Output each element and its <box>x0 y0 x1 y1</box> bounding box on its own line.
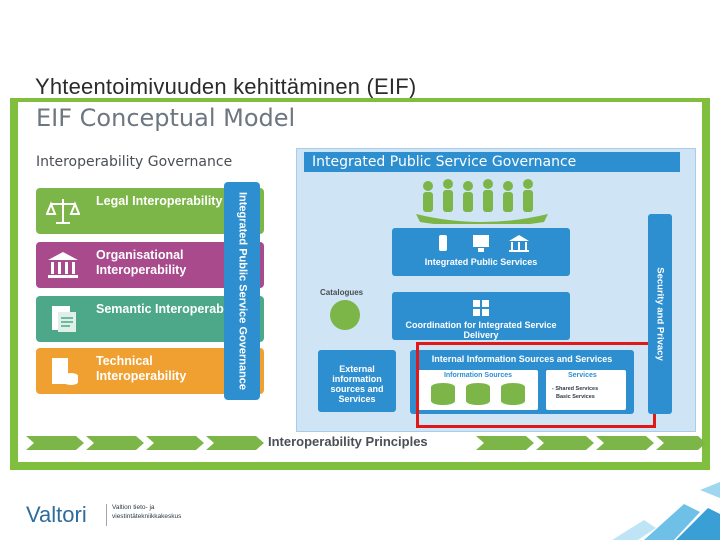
building-icon <box>46 250 80 280</box>
valtori-subtitle: Valtion tieto- ja viestintätekniikkakesk… <box>112 503 202 521</box>
integrated-services-label: Integrated Public Services <box>392 257 570 267</box>
slide-title: Yhteentoimivuuden kehittäminen (EIF) <box>35 74 416 100</box>
catalogues-label: Catalogues <box>320 288 363 297</box>
logo-separator <box>106 504 107 526</box>
scales-icon <box>46 196 80 226</box>
integrated-governance-label: Integrated Public Service Governance <box>236 192 249 390</box>
governance-title: Interoperability Governance <box>36 154 232 170</box>
external-sources-label: External information sources and Service… <box>318 350 396 404</box>
citizens-group-icon <box>414 176 550 224</box>
security-label: Security and Privacy <box>655 267 666 360</box>
external-sources-box: External information sources and Service… <box>318 350 396 412</box>
valtori-logo: Valtori <box>26 502 87 528</box>
document-icon <box>46 304 80 334</box>
puzzle-icon <box>471 298 491 318</box>
figure-canvas: EIF Conceptual Model Interoperability Go… <box>18 102 702 462</box>
coordination-box: Coordination for Integrated Service Deli… <box>392 292 570 340</box>
coordination-label: Coordination for Integrated Service Deli… <box>392 320 570 340</box>
services-icons <box>421 233 541 255</box>
figure-title: EIF Conceptual Model <box>36 104 295 132</box>
server-icon <box>46 356 80 386</box>
corner-decoration <box>604 482 720 540</box>
eif-figure: EIF Conceptual Model Interoperability Go… <box>10 98 710 470</box>
principles-label: Interoperability Principles <box>268 434 428 449</box>
service-governance-title: Integrated Public Service Governance <box>304 152 680 172</box>
integrated-services-box: Integrated Public Services <box>392 228 570 276</box>
highlight-box <box>416 342 656 428</box>
catalogue-icon <box>330 300 360 330</box>
